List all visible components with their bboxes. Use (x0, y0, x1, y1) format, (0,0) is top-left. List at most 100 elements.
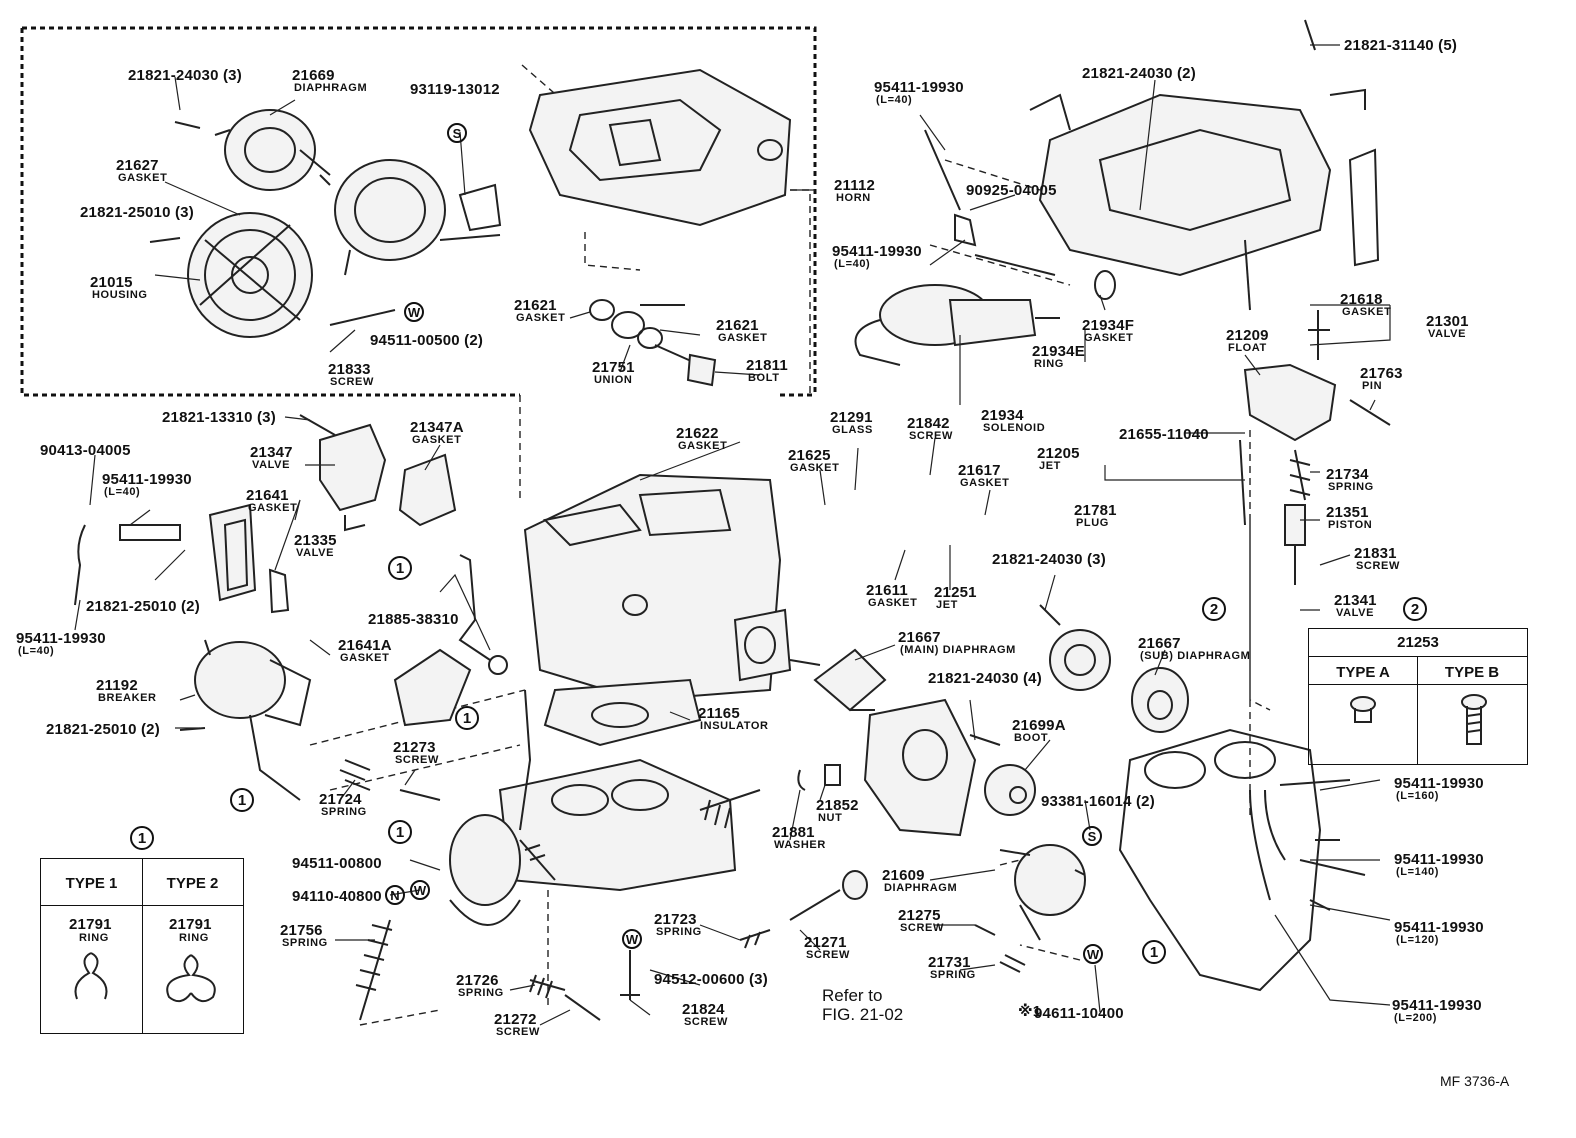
part-number-label: 21347A (410, 419, 464, 436)
assembly-boundary (20, 26, 817, 397)
part-name-label: SCREW (900, 922, 944, 934)
part-number-label: 21192 (96, 677, 138, 694)
piston-spring-art (1284, 449, 1311, 585)
part-number-label: 21617 (958, 462, 1001, 479)
part-number-label: 21821-25010 (2) (46, 721, 160, 738)
table-21253-type-a: TYPE A (1336, 664, 1390, 681)
part-number-label: 21015 (90, 274, 133, 291)
part-number-label: 94512-00600 (3) (654, 971, 768, 988)
part-name-label: GASKET (248, 502, 298, 514)
reference-note-line1: Refer to (822, 986, 883, 1005)
part-name-label: UNION (594, 374, 633, 386)
part-number-label: 21271 (804, 934, 847, 951)
part-name-label: (L=160) (1396, 790, 1440, 802)
part-number-label: 21655-11040 (1119, 426, 1209, 443)
part-number-label: 21726 (456, 972, 499, 989)
horn-21112-art (528, 68, 792, 227)
part-name-label: PIN (1362, 380, 1383, 392)
part-name-label: HOUSING (92, 289, 148, 301)
table-ring-pn-1: 21791 (69, 916, 112, 933)
part-number-label: 21669 (292, 67, 335, 84)
part-name-label: PLUG (1076, 517, 1109, 529)
part-number-label: 21667 (898, 629, 941, 646)
part-name-label: SOLENOID (983, 422, 1046, 434)
part-name-label: SCREW (806, 949, 850, 961)
mark-n: N (385, 885, 405, 905)
part-number-label: 90925-04005 (966, 182, 1057, 199)
part-number-label: 21611 (866, 582, 908, 599)
mark-1: 1 (388, 556, 412, 580)
mark-w: W (1083, 944, 1103, 964)
part-name-label: SPRING (656, 926, 702, 938)
part-number-label: 95411-19930 (102, 471, 192, 488)
part-number-label: 21625 (788, 447, 831, 464)
part-name-label: GLASS (832, 424, 873, 436)
reference-note-line2: FIG. 21-02 (822, 1005, 904, 1024)
part-name-label: BREAKER (98, 692, 157, 704)
part-number-label: 21821-13310 (3) (162, 409, 276, 426)
part-number-label: 21618 (1340, 291, 1383, 308)
part-number-label: 21275 (898, 907, 941, 924)
part-name-label: VALVE (1336, 607, 1375, 619)
part-number-label: 21763 (1360, 365, 1403, 382)
part-number-label: 21934F (1082, 317, 1135, 334)
part-number-label: 21831 (1354, 545, 1397, 562)
solenoid-21934-art (854, 129, 1116, 366)
part-name-label: GASKET (868, 597, 918, 609)
part-name-label: (SUB) DIAPHRAGM (1140, 650, 1251, 662)
mark-w: W (410, 880, 430, 900)
part-name-label: BOLT (748, 372, 780, 384)
part-name-label: SPRING (282, 937, 328, 949)
part-name-label: (MAIN) DIAPHRAGM (900, 644, 1016, 656)
part-number-label: 21852 (816, 797, 859, 814)
part-name-label: (L=140) (1396, 866, 1440, 878)
part-name-label: (L=40) (18, 645, 55, 657)
part-number-label: 95411-19930 (874, 79, 964, 96)
mark-2: 2 (1202, 597, 1226, 621)
part-number-label: 21756 (280, 922, 323, 939)
part-name-label: HORN (836, 192, 871, 204)
lower-right-base-art (1118, 728, 1366, 992)
part-name-label: NUT (818, 812, 843, 824)
part-name-label: SCREW (909, 430, 953, 442)
part-number-label: 93119-13012 (410, 81, 500, 98)
part-number-label: 21205 (1037, 445, 1080, 462)
part-number-label: 21833 (328, 361, 371, 378)
table-21253-type-b: TYPE B (1444, 664, 1500, 681)
part-number-label: 21821-24030 (3) (992, 551, 1106, 568)
part-number-label: 21821-31140 (5) (1344, 37, 1458, 54)
screw-21821-25010-art (149, 237, 181, 243)
insulator-21165-art (543, 678, 702, 747)
table-21253-title: 21253 (1397, 634, 1439, 651)
part-number-label: 21301 (1426, 313, 1469, 330)
part-number-label: 21731 (928, 954, 971, 971)
part-name-label: SCREW (496, 1026, 540, 1038)
part-number-label: 21821-24030 (4) (928, 670, 1042, 687)
part-name-label: JET (1039, 460, 1061, 472)
housing-21015-art (187, 212, 313, 338)
figure-code: MF 3736-A (1440, 1073, 1510, 1089)
part-name-label: INSULATOR (700, 720, 769, 732)
table-ring-type-2: TYPE 2 (166, 875, 219, 892)
part-name-label: VALVE (252, 459, 291, 471)
diaphragm-sub-21667-art (1039, 604, 1189, 733)
part-number-label: 21341 (1334, 592, 1377, 609)
screws-bottom-art (529, 764, 868, 1021)
part-number-label: 21811 (746, 357, 788, 374)
part-name-label: VALVE (296, 547, 335, 559)
part-name-label: PISTON (1328, 519, 1373, 531)
part-name-label: GASKET (412, 434, 462, 446)
diaphragm-main-21667-art (789, 648, 977, 837)
diaphragm-21669-art (214, 109, 331, 191)
mark-s: S (1082, 826, 1102, 846)
part-number-label: 95411-19930 (16, 630, 106, 647)
boot-21699a-art (969, 734, 1036, 816)
table-21253: 21253 TYPE A TYPE B (1308, 628, 1528, 765)
part-number-label: 21251 (934, 584, 977, 601)
part-name-label: SPRING (1328, 481, 1374, 493)
part-number-label: 21621 (716, 317, 759, 334)
part-number-label: 95411-19930 (1394, 919, 1484, 936)
footnote-mark: ※1 (1018, 1003, 1042, 1020)
part-number-label: 21821-24030 (3) (128, 67, 242, 84)
